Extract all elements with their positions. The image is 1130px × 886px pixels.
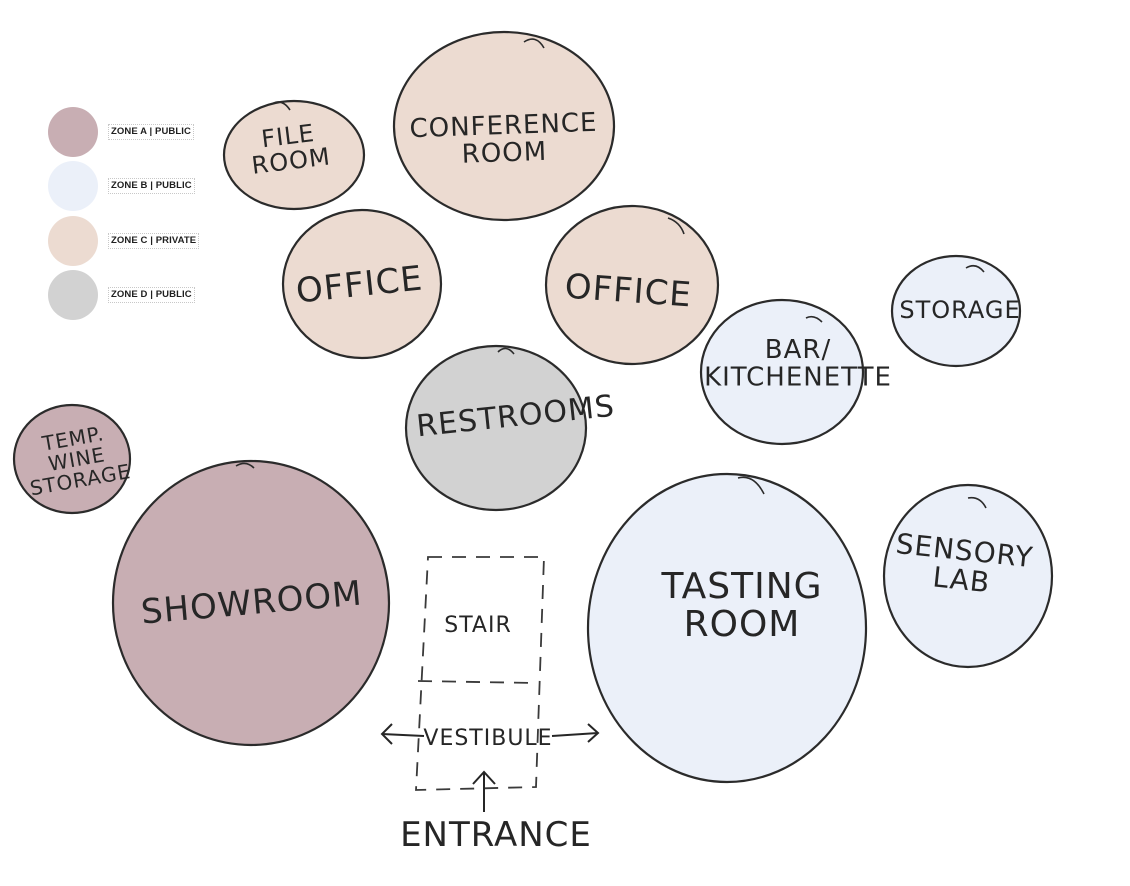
- legend-swatch-zone-b: [48, 161, 98, 211]
- stair-vestibule-outline: [415, 556, 545, 791]
- arrow-up-head: [472, 770, 496, 785]
- stair-vestibule-box: [415, 556, 545, 791]
- flick-showroom: [235, 462, 255, 469]
- room-label-line: FILE: [260, 119, 316, 153]
- room-label-line: KITCHENETTE: [704, 362, 892, 392]
- flick-conference: [523, 38, 545, 49]
- flick-restrooms: [497, 347, 515, 355]
- label-bar-kitchenette: BAR/KITCHENETTE: [704, 335, 892, 392]
- flick-sensory: [967, 496, 987, 509]
- bubble-conference-room: [392, 30, 616, 222]
- label-storage: STORAGE: [899, 296, 1020, 324]
- legend-swatch-zone-a: [48, 107, 98, 157]
- legend-label-zone-a: ZONE A | PUBLIC: [108, 124, 194, 140]
- bubble-sensory-lab: [882, 483, 1054, 669]
- bubble-bar-kitchenette: [699, 298, 865, 446]
- legend-label-zone-b: ZONE B | PUBLIC: [108, 178, 195, 194]
- label-office-right: OFFICE: [564, 267, 694, 316]
- label-temp-wine-storage: TEMP.WINESTORAGE: [21, 418, 133, 501]
- label-conference-room: CONFERENCEROOM: [409, 108, 599, 172]
- room-label-line: ROOM: [684, 604, 801, 645]
- legend-item-zone-a: ZONE A | PUBLIC: [48, 107, 194, 157]
- room-label-line: TASTING: [660, 566, 822, 607]
- room-label-line: ROOM: [461, 137, 547, 170]
- room-label-line: OFFICE: [564, 267, 694, 316]
- bubble-restrooms: [404, 344, 588, 512]
- bubble-office-right: [544, 204, 720, 366]
- legend-item-zone-c: ZONE C | PRIVATE: [48, 216, 200, 266]
- flick-tasting: [737, 476, 765, 495]
- arrow-right-shaft: [551, 732, 599, 737]
- sketch-flicks: [235, 38, 987, 509]
- room-label-line: STORAGE: [899, 296, 1020, 324]
- legend-swatch-zone-c: [48, 216, 98, 266]
- legend-item-zone-b: ZONE B | PUBLIC: [48, 161, 195, 211]
- arrow-left-head: [380, 723, 393, 745]
- legend-item-zone-d: ZONE D | PUBLIC: [48, 270, 195, 320]
- flick-office-right: [667, 217, 685, 235]
- stair-vestibule-divider: [417, 680, 537, 684]
- bubble-storage: [890, 254, 1022, 368]
- legend-label-zone-c: ZONE C | PRIVATE: [108, 233, 200, 249]
- legend-swatch-zone-d: [48, 270, 98, 320]
- room-label-line: CONFERENCE: [409, 108, 598, 145]
- bubble-tasting-room: [586, 472, 868, 784]
- room-label-line: BAR/: [765, 335, 831, 365]
- flick-file-room: [271, 101, 291, 111]
- legend-label-zone-d: ZONE D | PUBLIC: [108, 287, 195, 303]
- flick-storage: [965, 264, 985, 273]
- label-entrance: ENTRANCE: [400, 815, 592, 855]
- bubble-temp-wine-storage: [12, 403, 132, 515]
- label-vestibule: VESTIBULE: [423, 726, 552, 751]
- vestibule-arrows: [380, 723, 600, 812]
- bubble-file-room: [222, 99, 366, 211]
- flick-bar: [805, 315, 823, 323]
- bubble-office-left: [281, 208, 443, 360]
- room-bubbles: [12, 30, 1054, 784]
- arrow-left-shaft: [381, 733, 425, 737]
- label-file-room: FILEROOM: [247, 117, 332, 179]
- arrow-right-head: [587, 723, 600, 743]
- room-label-line: LAB: [931, 560, 992, 599]
- label-stair: STAIR: [444, 613, 512, 638]
- bubble-showroom: [111, 459, 391, 747]
